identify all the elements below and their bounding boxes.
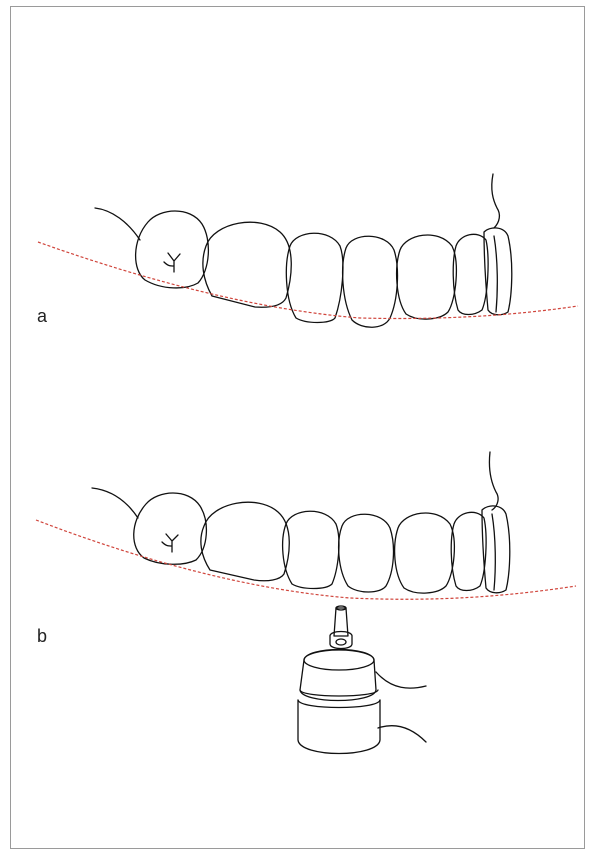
gum-line-right-b bbox=[489, 452, 498, 510]
panel-a-drawing bbox=[38, 174, 578, 327]
canine-a bbox=[397, 235, 457, 319]
molar-1-a bbox=[136, 211, 209, 288]
gum-line-right-a bbox=[492, 174, 500, 228]
molar-2-b bbox=[201, 502, 289, 581]
premolar-1-b bbox=[283, 511, 339, 588]
gum-line-left-a bbox=[95, 208, 140, 240]
gum-line-left-b bbox=[92, 488, 138, 518]
premolar-2-a bbox=[343, 236, 398, 327]
central-incisor-edge-a bbox=[494, 236, 497, 312]
premolar-2-b bbox=[339, 514, 394, 592]
molar-1-b bbox=[134, 493, 207, 564]
premolar-1-a bbox=[286, 233, 343, 322]
lateral-incisor-a bbox=[453, 234, 488, 314]
central-incisor-edge-b bbox=[492, 514, 495, 590]
handpiece-icon bbox=[298, 606, 426, 754]
canine-b bbox=[395, 513, 455, 593]
molar-1-fissure-b bbox=[162, 534, 178, 552]
lateral-incisor-b bbox=[451, 512, 486, 590]
molar-1-fissure-a bbox=[164, 253, 180, 272]
panel-b-drawing bbox=[36, 452, 576, 754]
panel-label-b: b bbox=[37, 627, 47, 645]
panel-label-a: a bbox=[37, 307, 47, 325]
